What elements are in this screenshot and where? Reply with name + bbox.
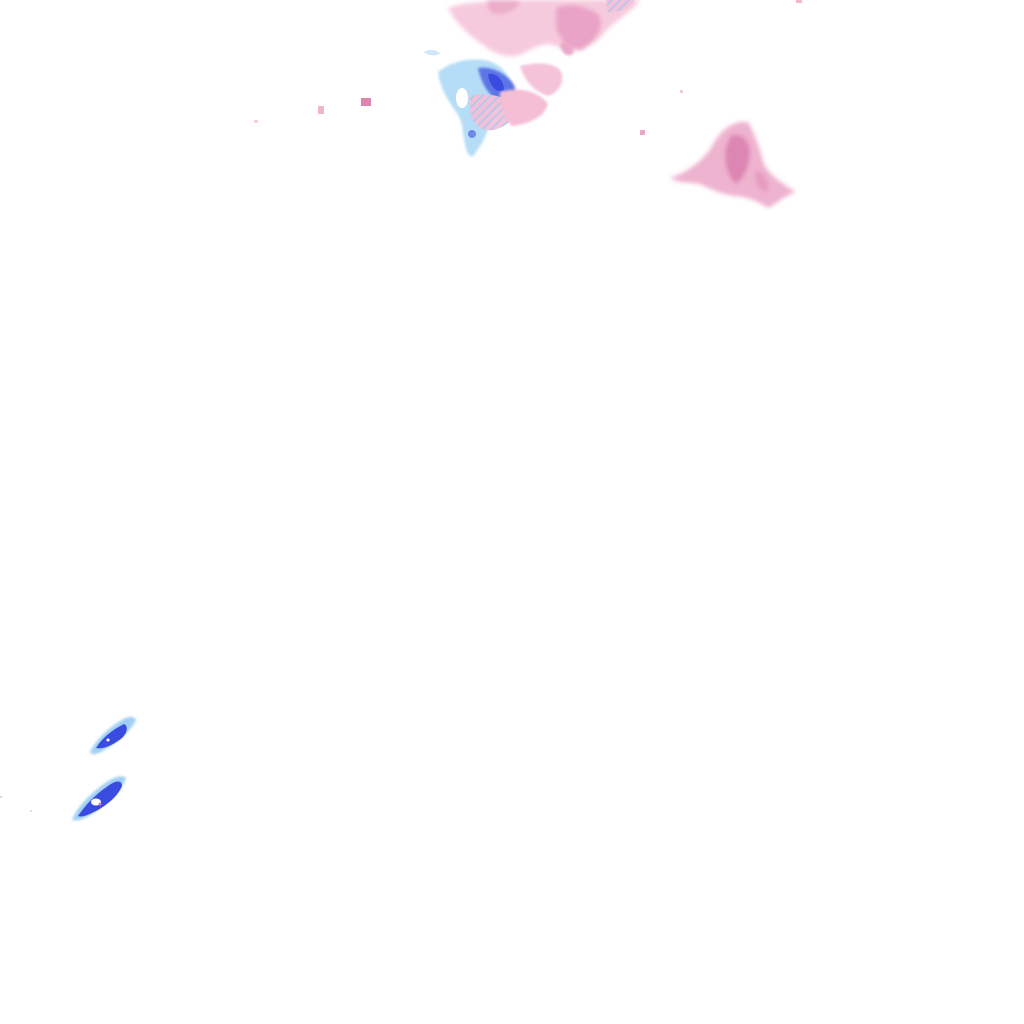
rain-band-southwest-lower bbox=[72, 776, 126, 821]
rain-cell-central bbox=[424, 49, 548, 157]
stray-returns bbox=[0, 796, 32, 812]
mixed-hatch-cell-north bbox=[606, 0, 634, 12]
scattered-mixed-returns bbox=[254, 0, 802, 135]
mixed-precip-cell-east bbox=[670, 121, 796, 208]
mixed-precip-cell-north bbox=[448, 0, 640, 57]
mixed-precip-cell-center bbox=[520, 42, 574, 96]
rain-band-southwest-upper bbox=[90, 717, 136, 755]
